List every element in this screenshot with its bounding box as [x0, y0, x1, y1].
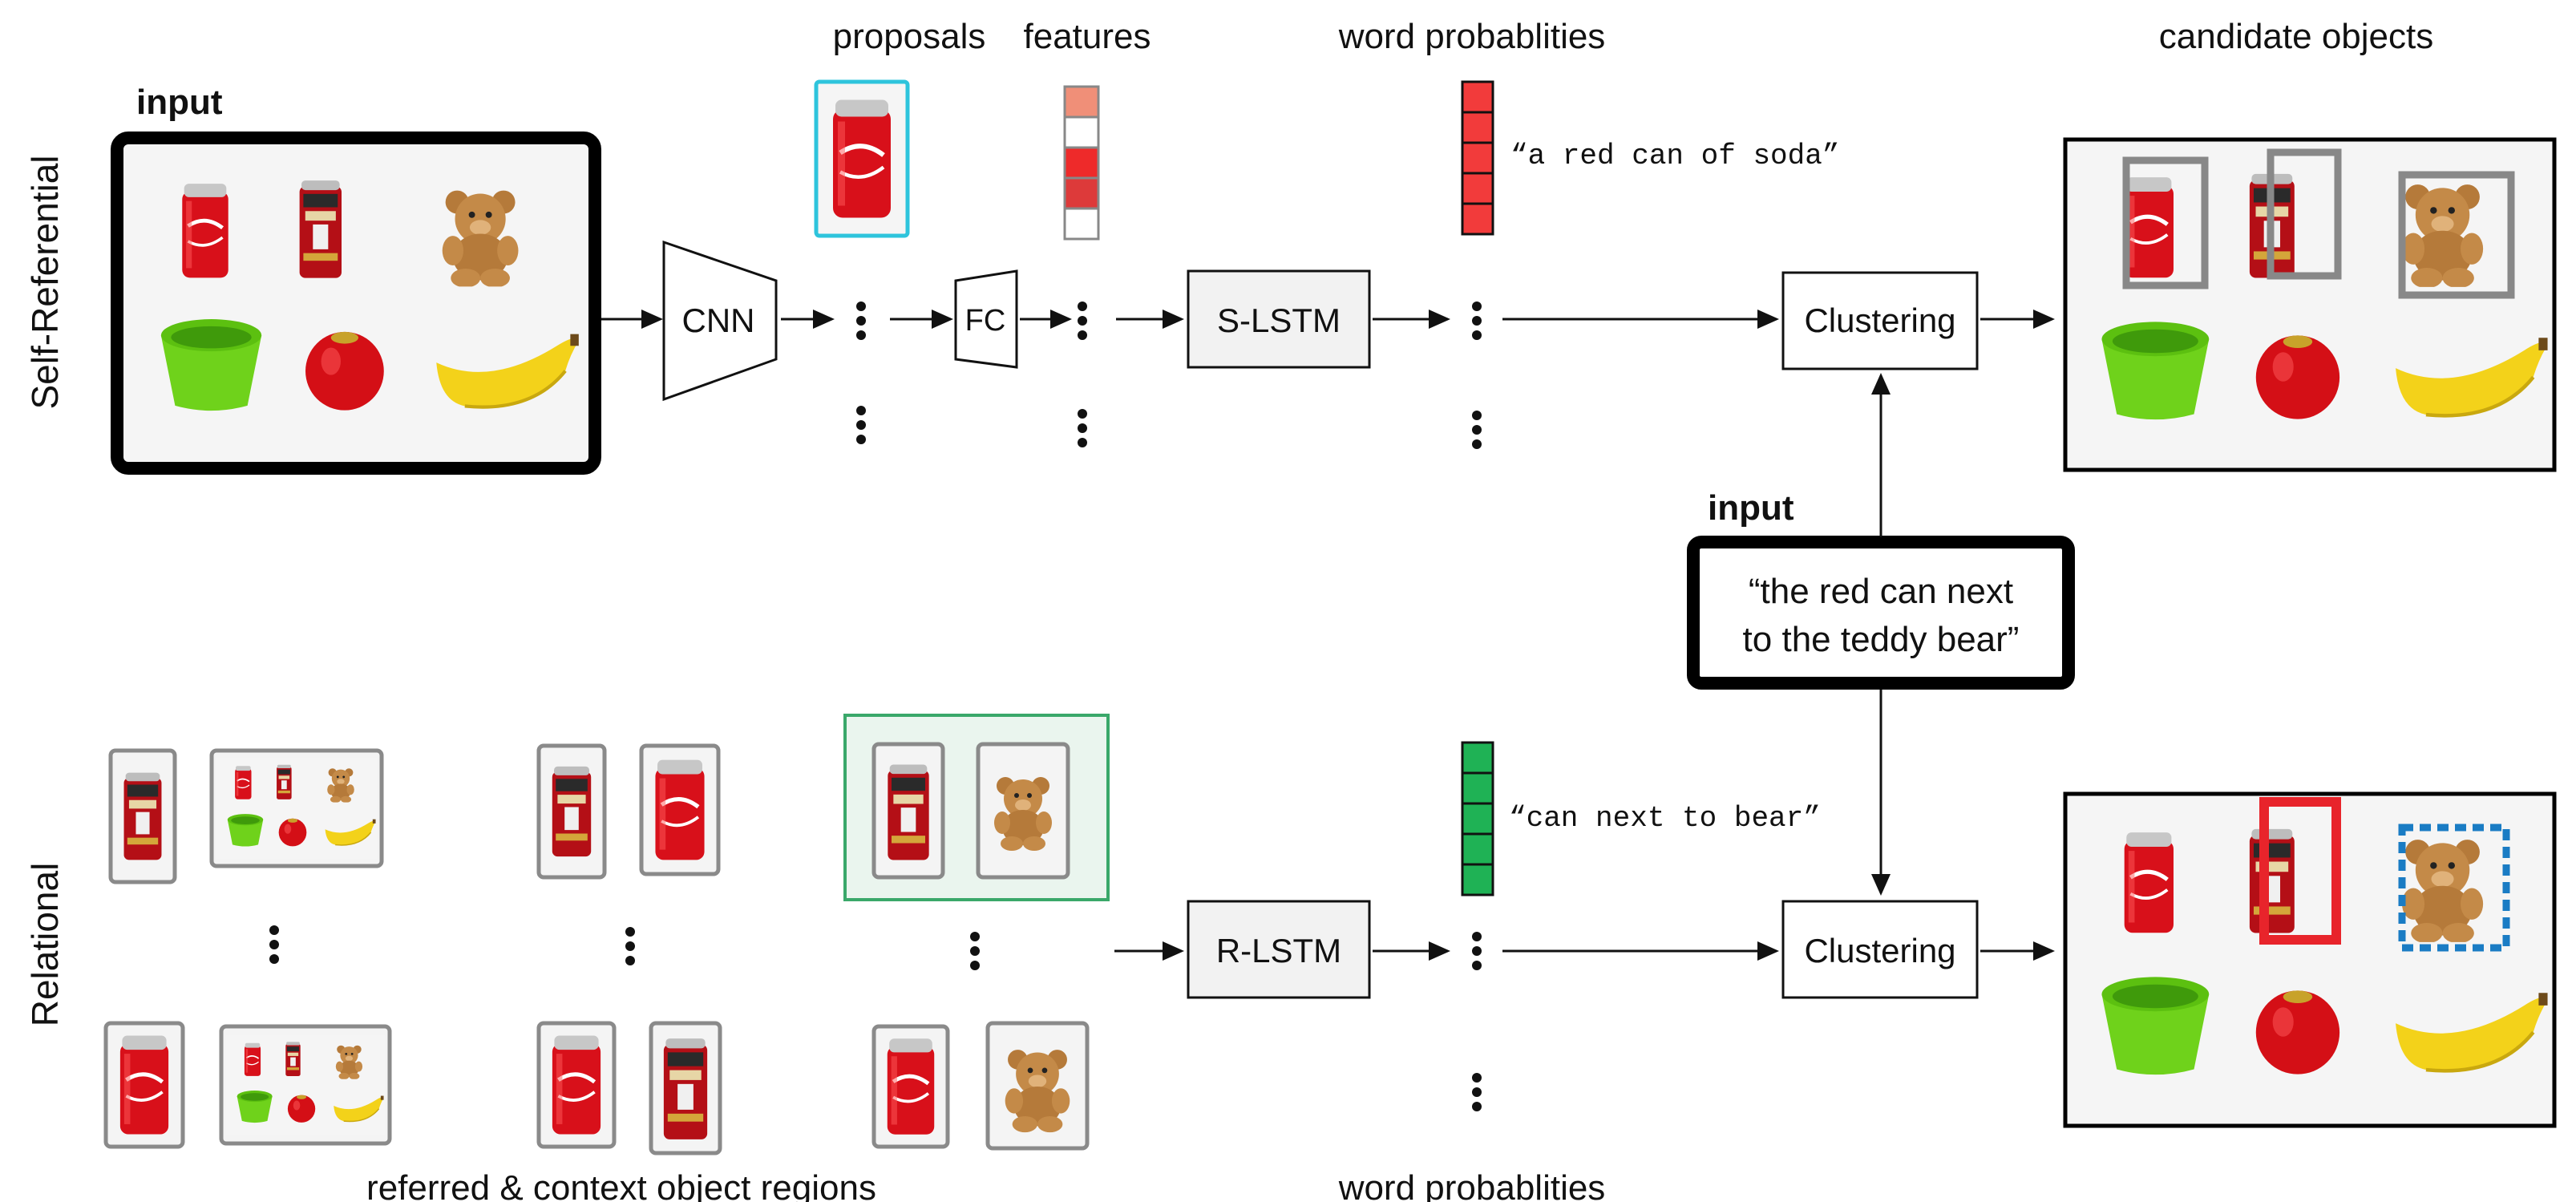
cnn-block: CNN	[662, 240, 778, 402]
r-lstm-label: R-LSTM	[1216, 932, 1341, 969]
ellipsis-word-top	[1472, 302, 1482, 340]
ellipsis-regions-3	[970, 932, 980, 970]
clustering-block-top: Clustering	[1781, 271, 1979, 370]
clustering-label-top: Clustering	[1804, 302, 1955, 339]
cnn-label: CNN	[682, 302, 755, 339]
input-image	[111, 132, 601, 475]
fc-label: FC	[965, 304, 1006, 338]
region-pair-selected	[843, 714, 1110, 901]
ellipsis-regions-1	[269, 925, 279, 964]
region-pair-4	[103, 1021, 392, 1149]
region-pair-6	[871, 1021, 1090, 1151]
region-pair-2	[536, 743, 721, 880]
ellipsis-cnn-top	[856, 302, 866, 340]
proposal-crop	[814, 79, 910, 238]
input-query-box: “the red can next to the teddy bear”	[1687, 536, 2075, 690]
ellipsis-fc-top	[1078, 302, 1087, 340]
fc-block: FC	[954, 269, 1018, 369]
s-lstm-label: S-LSTM	[1217, 302, 1341, 339]
region-pair-1	[108, 748, 384, 884]
footer-object-regions: referred & context object regions	[366, 1168, 876, 1202]
input-query-line-2: to the teddy bear”	[1743, 620, 2020, 659]
relational-output	[2063, 791, 2557, 1128]
header-proposals: proposals	[833, 17, 986, 56]
row-label-relational: Relational	[24, 863, 66, 1027]
s-lstm-block: S-LSTM	[1187, 269, 1371, 369]
ellipsis-word-bottom	[1472, 932, 1482, 970]
row-label-self-referential: Self-Referential	[24, 155, 66, 409]
clustering-label-bottom: Clustering	[1804, 932, 1955, 969]
input-query-line-1: “the red can next	[1749, 572, 2013, 611]
region-pair-5	[536, 1021, 722, 1155]
footer-word-probabilities: word probablities	[1338, 1168, 1606, 1202]
word-probability-vector-bottom	[1461, 741, 1494, 896]
caption-self-referential: “a red can of soda”	[1510, 140, 1839, 172]
word-probability-vector-top	[1461, 80, 1494, 236]
caption-relational: “can next to bear”	[1509, 802, 1821, 835]
header-candidate-objects: candidate objects	[2159, 17, 2433, 56]
input-image-label: input	[136, 83, 223, 122]
input-query-label: input	[1708, 488, 1794, 528]
header-word-probabilities-top: word probablities	[1338, 17, 1606, 56]
r-lstm-block: R-LSTM	[1187, 900, 1371, 999]
ellipsis-cnn-bottom	[856, 406, 866, 444]
ellipsis-word-bottom-2	[1472, 1073, 1482, 1111]
ellipsis-fc-bottom	[1078, 409, 1087, 447]
header-features: features	[1024, 17, 1151, 56]
ellipsis-word-top-2	[1472, 411, 1482, 449]
ellipsis-regions-2	[625, 927, 635, 965]
clustering-block-bottom: Clustering	[1781, 900, 1979, 999]
candidate-objects-output	[2063, 137, 2557, 472]
feature-vector	[1063, 85, 1100, 241]
